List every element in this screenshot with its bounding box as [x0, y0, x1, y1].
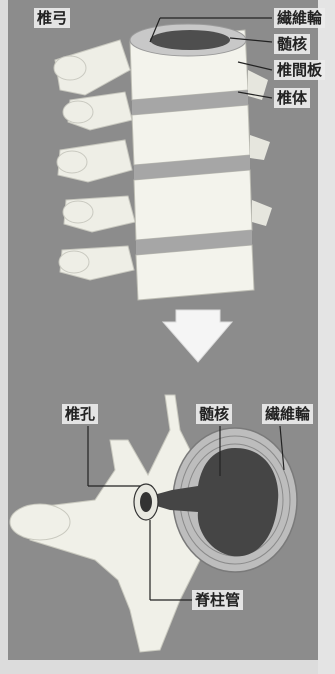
down-arrow-icon [161, 309, 234, 363]
label-nucleus-top: 髄核 [274, 34, 311, 54]
label-annulus-bottom: 繊維輪 [262, 404, 314, 424]
vertebra-cross-section [9, 394, 298, 653]
label-intervertebral-disc: 椎間板 [274, 60, 326, 80]
nucleus-top [150, 30, 230, 50]
label-vertebral-arch: 椎弓 [34, 8, 71, 28]
label-nucleus-bottom: 髄核 [196, 404, 233, 424]
vertebra-stack [53, 23, 272, 301]
label-vertebral-body: 椎体 [274, 88, 311, 108]
vertebral-arch-process [54, 39, 131, 96]
label-spinal-canal: 脊柱管 [192, 590, 244, 610]
nucleus-pulposus [150, 448, 279, 557]
label-annulus-top: 繊維輪 [274, 8, 326, 28]
label-vertebral-foramen: 椎孔 [62, 404, 99, 424]
intervertebral-disc [132, 90, 248, 115]
